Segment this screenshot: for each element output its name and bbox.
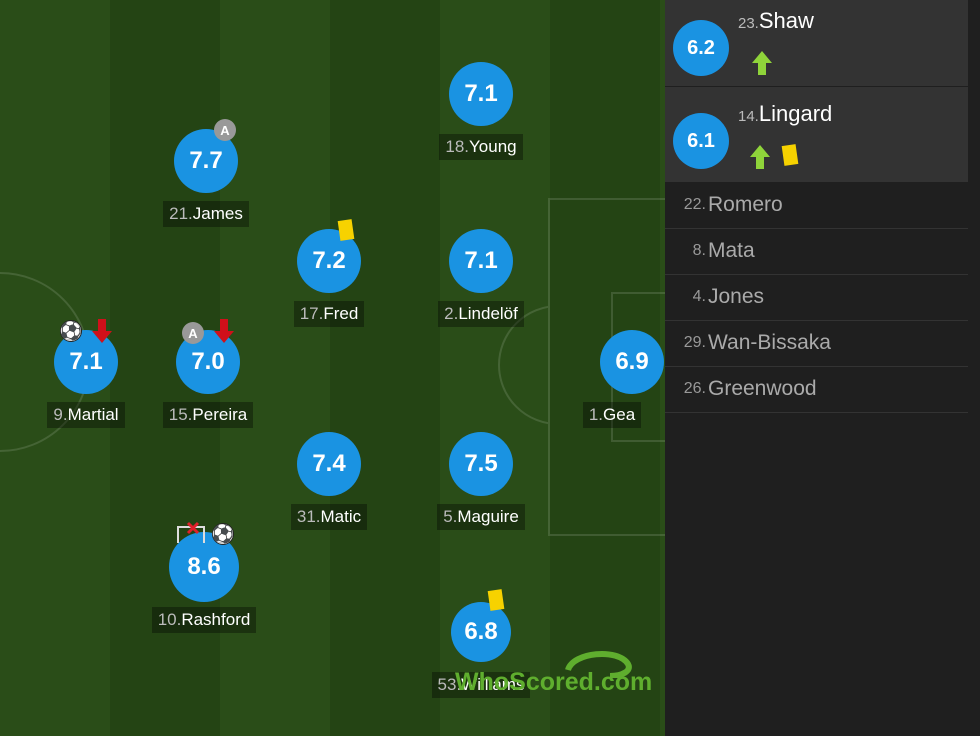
pitch: 7.1 18.Young 7.7 A 21.James 7.2 17.Fred … — [0, 0, 665, 736]
player-name: Rashford — [181, 610, 251, 629]
player-number: 53. — [437, 675, 462, 694]
substitutes-panel: 6.2 23.Shaw 6.1 14.Lingard 22.Romero 8.M… — [665, 0, 980, 736]
sub-number: 23. — [738, 15, 759, 32]
rating-bubble: 7.2 — [297, 229, 361, 293]
player-number: 15. — [168, 405, 193, 424]
yellow-card-icon — [781, 144, 799, 166]
penalty-box — [548, 198, 665, 536]
yellow-card-icon — [337, 219, 355, 241]
player-label: 10.Rashford — [144, 607, 264, 633]
player-name: Martial — [67, 405, 119, 424]
rating-bubble: 7.7 — [174, 129, 238, 193]
player-name: Pereira — [192, 405, 248, 424]
player-number: 1. — [588, 405, 604, 424]
bench-row[interactable]: 4.Jones — [665, 275, 968, 321]
player-number: 5. — [443, 507, 458, 526]
rating-bubble: 7.4 — [297, 432, 361, 496]
bench-number: 29. — [683, 334, 706, 351]
bench-name: Wan-Bissaka — [708, 331, 831, 354]
bench-number: 4. — [692, 288, 706, 305]
bench-name: Jones — [708, 285, 765, 308]
assist-icon: A — [182, 322, 204, 344]
bench-row[interactable]: 26.Greenwood — [665, 367, 968, 413]
sub-in-arrow-icon — [750, 145, 770, 169]
missed-shot-icon — [177, 521, 205, 543]
sub-row[interactable]: 6.1 14.Lingard — [665, 87, 968, 183]
player-name: Matic — [320, 507, 362, 526]
sub-number: 14. — [738, 108, 759, 125]
player-number: 18. — [445, 137, 470, 156]
player-name: Maguire — [457, 507, 519, 526]
player-name: Williams — [461, 675, 525, 694]
player-label: 18.Young — [421, 134, 541, 160]
bench-row[interactable]: 22.Romero — [665, 183, 968, 229]
player-label: 17.Fred — [269, 301, 389, 327]
player-number: 17. — [299, 304, 324, 323]
sub-name-label: 23.Shaw — [738, 8, 814, 34]
sub-name-label: 14.Lingard — [738, 101, 832, 127]
player-name: Young — [469, 137, 517, 156]
bench-name: Greenwood — [708, 377, 817, 400]
logo-text: WhoScored — [455, 668, 594, 696]
goal-icon: ⚽ — [59, 320, 83, 342]
rating-bubble: 7.1 — [54, 330, 118, 394]
bench-row[interactable]: 8.Mata — [665, 229, 968, 275]
yellow-card-icon — [487, 589, 505, 611]
rating-bubble: 7.1 — [449, 62, 513, 126]
rating-bubble: 7.1 — [449, 229, 513, 293]
player-name: James — [192, 204, 243, 223]
bench-name: Mata — [708, 239, 755, 262]
rating-bubble: 7.0 — [176, 330, 240, 394]
bench-number: 22. — [683, 196, 706, 213]
player-number: 9. — [53, 405, 68, 424]
rating-bubble: 6.9 — [600, 330, 664, 394]
bench-name: Romero — [708, 193, 783, 216]
rating-bubble: 6.2 — [673, 20, 729, 76]
bench-number: 8. — [692, 242, 706, 259]
player-number: 10. — [157, 610, 182, 629]
sub-out-arrow-icon — [92, 319, 112, 343]
player-label: 9.Martial — [26, 402, 146, 428]
player-name: Lindelöf — [458, 304, 518, 323]
bench-number: 26. — [683, 380, 706, 397]
rating-bubble: 7.5 — [449, 432, 513, 496]
sub-out-arrow-icon — [214, 319, 234, 343]
player-name: Gea — [603, 405, 636, 424]
goal-icon: ⚽ — [211, 523, 235, 545]
player-number: 21. — [169, 204, 193, 223]
player-number: 2. — [444, 304, 459, 323]
player-label: 21.James — [146, 201, 266, 227]
player-label: 2.Lindelöf — [421, 301, 541, 327]
player-name: Fred — [323, 304, 359, 323]
sub-name: Shaw — [758, 8, 814, 33]
whoscored-logo: WhoScored.com — [455, 651, 652, 697]
player-label: 53.Williams — [421, 672, 541, 698]
bench-row[interactable]: 29.Wan-Bissaka — [665, 321, 968, 367]
logo-mark-icon — [565, 651, 632, 678]
player-label: 15.Pereira — [148, 402, 268, 428]
player-label: 1.Gea — [552, 402, 665, 428]
sub-in-arrow-icon — [752, 51, 772, 75]
player-label: 5.Maguire — [421, 504, 541, 530]
rating-bubble: 6.1 — [673, 113, 729, 169]
sub-name: Lingard — [758, 101, 833, 126]
sub-row[interactable]: 6.2 23.Shaw — [665, 0, 968, 87]
player-number: 31. — [296, 507, 321, 526]
assist-icon: A — [214, 119, 236, 141]
player-label: 31.Matic — [269, 504, 389, 530]
rating-bubble: 6.8 — [451, 602, 511, 662]
